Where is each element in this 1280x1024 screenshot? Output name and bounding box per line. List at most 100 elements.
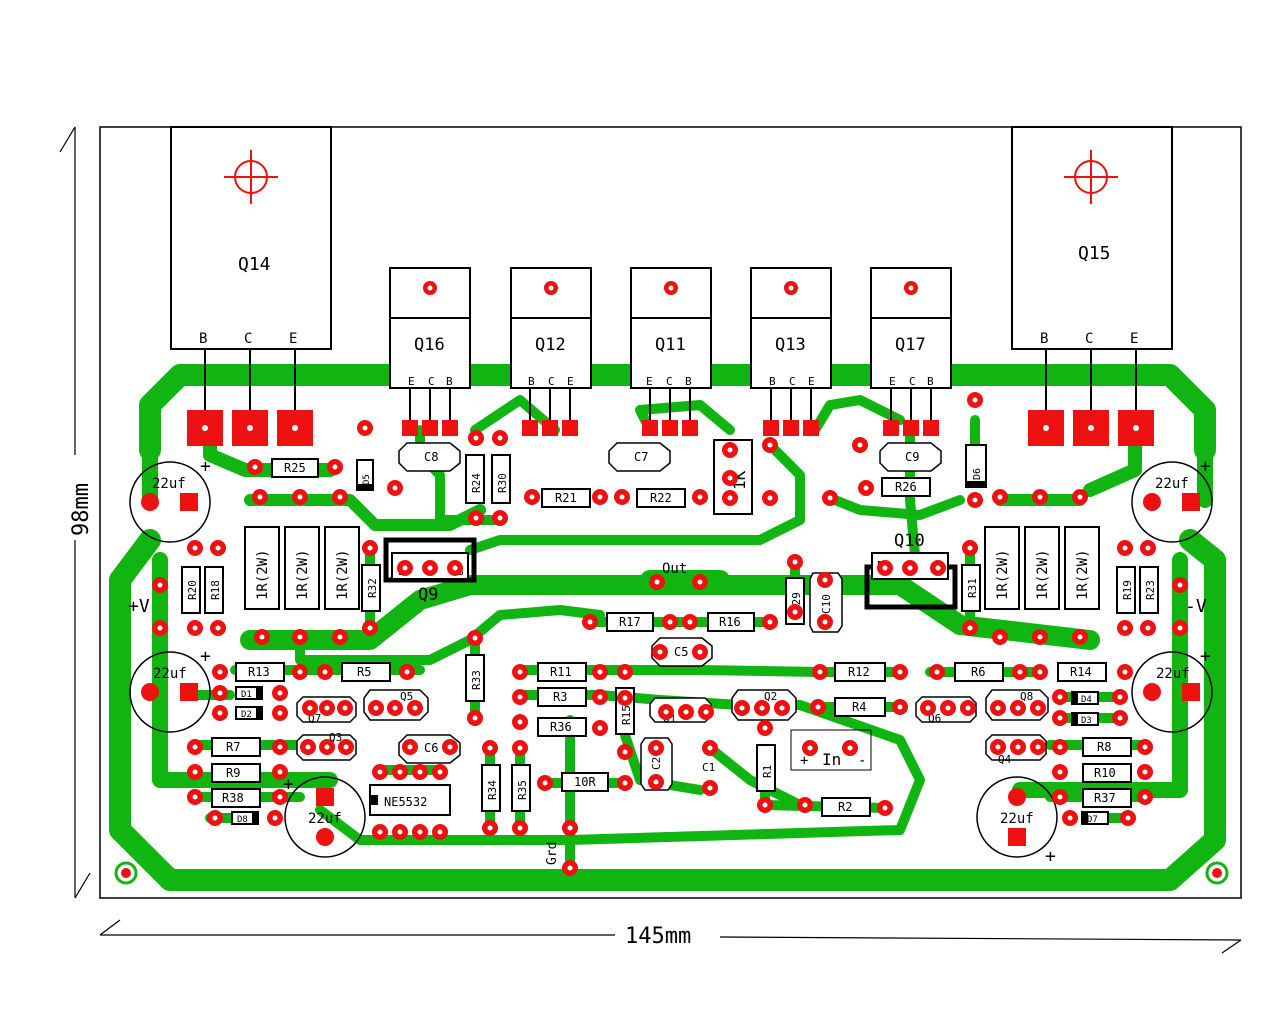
cap-22uf-top-right: [1131, 461, 1213, 543]
q14-pin-e: E: [289, 331, 297, 347]
pad-hole: [995, 705, 1001, 711]
pad-hole: [762, 725, 768, 731]
q8-label: Q8: [1020, 690, 1033, 703]
pad-hole: [1117, 715, 1123, 721]
pad-hole: [257, 494, 263, 500]
pad-hole: [447, 744, 453, 750]
pad-hole: [192, 625, 198, 631]
pad-hole: [497, 435, 503, 441]
q4-label: Q4: [998, 753, 1012, 766]
q16-pin-2: C: [428, 375, 435, 388]
r18-label: R18: [209, 580, 222, 600]
pad-hole: [157, 582, 163, 588]
r6-label: R6: [971, 665, 985, 679]
pad-hole: [1117, 694, 1123, 700]
pad-hole: [452, 565, 458, 571]
r19-label: R19: [1121, 580, 1134, 600]
pad-hole: [337, 634, 343, 640]
pad-hole: [305, 744, 311, 750]
pad-hole: [362, 425, 368, 431]
r22-label: R22: [650, 491, 672, 505]
pad-hole: [517, 745, 523, 751]
driver-q12: [510, 267, 592, 389]
r5-label: R5: [357, 665, 371, 679]
pad-hole: [1142, 769, 1148, 775]
driver-q13: [750, 267, 832, 389]
pad-hole: [272, 815, 278, 821]
r4-label: R4: [852, 700, 866, 714]
q16-pin-3: B: [446, 375, 453, 388]
pad-hole: [587, 619, 593, 625]
pad-hole: [707, 785, 713, 791]
width-dimension-label: 145mm: [625, 924, 691, 949]
plus-mark-3: +: [200, 646, 211, 667]
plus-mark-5: +: [283, 774, 294, 795]
pad-hole: [703, 709, 709, 715]
pad-hole: [997, 634, 1003, 640]
q10-label: Q10: [894, 531, 925, 551]
pad-hole: [392, 705, 398, 711]
pad-hole: [925, 705, 931, 711]
r3-label: R3: [553, 690, 567, 704]
pad-hole: [997, 494, 1003, 500]
pad-hole: [1142, 794, 1148, 800]
pad-hole: [567, 865, 573, 871]
cap-label-2: 22uf: [1155, 476, 1189, 492]
pad-hole: [622, 749, 628, 755]
pad-hole: [517, 694, 523, 700]
pad-hole: [767, 619, 773, 625]
cap-label-3: 22uf: [153, 666, 187, 682]
pad-hole: [487, 825, 493, 831]
q17-pin-2: C: [909, 375, 916, 388]
r23-label: R23: [1144, 580, 1157, 600]
pad-hole: [934, 669, 940, 675]
pad-hole: [217, 690, 223, 696]
pad-hole: [472, 715, 478, 721]
pad-hole: [965, 705, 971, 711]
pad-hole: [1035, 744, 1041, 750]
q5-label: Q5: [400, 690, 413, 703]
power-res-label-1: 1R(2W): [255, 549, 271, 600]
pad-hole: [437, 829, 443, 835]
pad-hole: [972, 397, 978, 403]
pad-hole: [1037, 494, 1043, 500]
q13-pin-3: E: [808, 375, 815, 388]
pad-hole: [767, 442, 773, 448]
pad-hole: [1122, 625, 1128, 631]
pad-hole: [697, 649, 703, 655]
pad-hole: [427, 565, 433, 571]
d7-label: D7: [1087, 815, 1098, 825]
q16-label: Q16: [414, 335, 445, 355]
pad-hole: [727, 495, 733, 501]
q15-pin-e: E: [1130, 331, 1138, 347]
pad-hole: [863, 485, 869, 491]
pad-hole: [897, 704, 903, 710]
d8-label: D8: [237, 815, 248, 825]
q11-pin-3: B: [685, 375, 692, 388]
pad-hole: [882, 565, 888, 571]
pad-hole: [995, 744, 1001, 750]
pad-hole: [597, 694, 603, 700]
pad-hole: [367, 545, 373, 551]
input-connector: [790, 729, 872, 771]
r13-label: R13: [248, 665, 270, 679]
pad-hole: [597, 725, 603, 731]
pad-hole: [972, 497, 978, 503]
r37-label: R37: [1094, 791, 1116, 805]
c5-label: C5: [674, 645, 688, 659]
plus-mark-6: +: [1045, 846, 1056, 867]
pad-hole: [802, 802, 808, 808]
grd-label: Grd: [545, 842, 560, 865]
q17-pin-1: E: [889, 375, 896, 388]
d3-label: D3: [1081, 716, 1092, 726]
pad-hole: [667, 619, 673, 625]
pad-hole: [1177, 625, 1183, 631]
d6-label: D6: [972, 468, 983, 480]
pad-hole: [473, 515, 479, 521]
pad-hole: [343, 744, 349, 750]
pad-hole: [1057, 694, 1063, 700]
pad-hole: [622, 780, 628, 786]
pad-hole: [324, 705, 330, 711]
diode-bodies: [231, 444, 1109, 825]
pad-hole: [277, 744, 283, 750]
